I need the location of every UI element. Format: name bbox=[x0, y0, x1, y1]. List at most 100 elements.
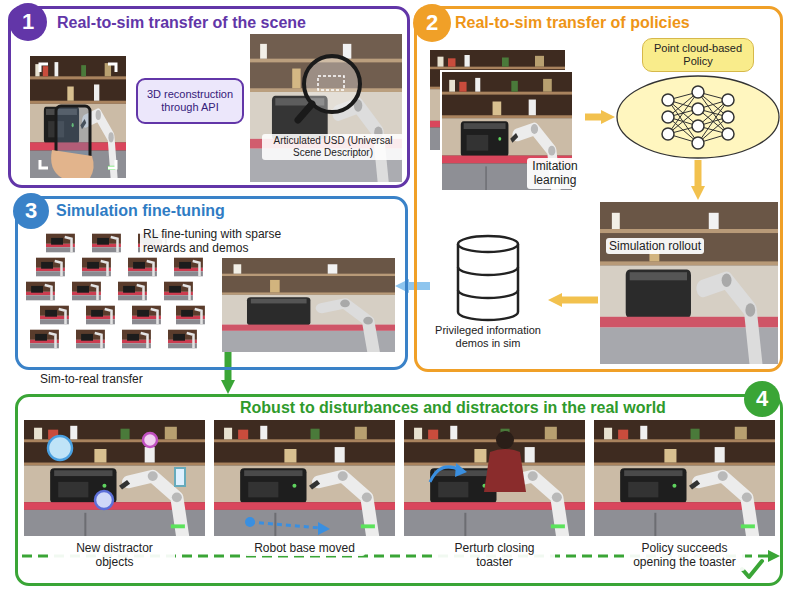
parallel-env bbox=[40, 306, 69, 325]
flow-arrow bbox=[695, 160, 702, 186]
step-digit: 3 bbox=[25, 200, 37, 222]
image-node: New distractor objects bbox=[22, 420, 207, 576]
scan-brackets bbox=[40, 64, 116, 168]
database-label: Privileged information demos in sim bbox=[430, 324, 546, 350]
neuron bbox=[662, 111, 674, 123]
stage-panel: Real-to-sim transfer of policies 2Imitati… bbox=[414, 6, 783, 372]
parallel-env bbox=[82, 258, 111, 277]
parallel-env bbox=[176, 306, 205, 325]
stage-panel: Real-to-sim transfer of the scene 1 3D rec… bbox=[8, 6, 410, 188]
image-caption: New distractor objects bbox=[54, 540, 175, 571]
image-caption: Simulation rollout bbox=[606, 238, 704, 254]
database-cylinder: Privileged information demos in sim bbox=[430, 232, 548, 366]
flow-arrow bbox=[225, 352, 232, 380]
network-neurons bbox=[662, 86, 734, 149]
rollout-render bbox=[600, 202, 778, 367]
database-top bbox=[458, 236, 518, 252]
neuron bbox=[722, 94, 734, 106]
parallel-env bbox=[76, 330, 105, 349]
database-rings bbox=[458, 267, 518, 298]
flow-arrow bbox=[562, 297, 598, 304]
image-caption: Robot base moved bbox=[244, 540, 365, 556]
panel-title: Real-to-sim transfer of policies bbox=[455, 13, 690, 32]
real-photo bbox=[594, 420, 775, 538]
neuron bbox=[662, 94, 674, 106]
distractor-object bbox=[95, 491, 113, 509]
step-number: 3 bbox=[13, 193, 49, 229]
neuron bbox=[692, 86, 704, 98]
neuron bbox=[692, 137, 704, 149]
network-links bbox=[668, 92, 728, 143]
parallel-env bbox=[46, 234, 75, 253]
base-move-head bbox=[318, 522, 330, 535]
policy-fill bbox=[617, 76, 779, 158]
neuron bbox=[722, 128, 734, 140]
flow-arrow bbox=[409, 282, 430, 290]
perturb-head bbox=[455, 463, 467, 477]
image-node: Imitation learning bbox=[428, 48, 585, 196]
database-outline bbox=[430, 232, 546, 322]
parallel-env bbox=[36, 258, 65, 277]
process-label: 3D reconstruction through API bbox=[143, 88, 237, 114]
image-caption: RL fine-tuning with sparse rewards and d… bbox=[140, 226, 324, 257]
success-check bbox=[742, 561, 762, 577]
parallel-env bbox=[168, 330, 197, 349]
parallel-env bbox=[30, 330, 59, 349]
step-number: 1 bbox=[9, 3, 47, 41]
policy-label: Point cloud-based Policy bbox=[642, 38, 754, 72]
parallel-env bbox=[132, 306, 161, 325]
stage-panel: Simulation fine-tuning 3 RL fine-tuning wi… bbox=[15, 196, 408, 370]
parallel-env bbox=[118, 282, 147, 301]
finetune-render bbox=[222, 258, 395, 354]
step-number: 2 bbox=[413, 4, 451, 42]
distractor-object bbox=[48, 436, 72, 460]
image-node: RL fine-tuning with sparse rewards and d… bbox=[140, 226, 395, 352]
articulation-marks bbox=[318, 76, 344, 90]
magnifier-handle bbox=[298, 104, 312, 120]
policy-network: Point cloud-based Policy bbox=[615, 38, 781, 160]
image-node: Simulation rollout bbox=[598, 200, 780, 366]
panel-title: Real-to-sim transfer of the scene bbox=[57, 13, 306, 32]
neuron bbox=[692, 103, 704, 115]
reconstructed-scene bbox=[250, 34, 402, 184]
scan-photo bbox=[30, 56, 126, 180]
person-head bbox=[496, 431, 514, 449]
image-node: Policy succeeds opening the toaster bbox=[592, 420, 777, 576]
image-caption: Imitation learning bbox=[527, 158, 583, 189]
real-photo bbox=[404, 420, 585, 538]
step-digit: 4 bbox=[756, 388, 768, 410]
person-body bbox=[484, 449, 526, 492]
caption-label: Sim-to-real transfer bbox=[40, 372, 143, 386]
step-digit: 1 bbox=[22, 11, 34, 33]
hand bbox=[51, 150, 93, 178]
process-box: 3D reconstruction through API bbox=[136, 78, 244, 124]
image-node: Perturb closing toaster bbox=[402, 420, 587, 576]
flow-arrow bbox=[585, 114, 601, 121]
parallel-env bbox=[122, 330, 151, 349]
panel-title: Simulation fine-tuning bbox=[56, 201, 225, 220]
neuron bbox=[662, 128, 674, 140]
image-caption: Perturb closing toaster bbox=[434, 540, 555, 571]
caption-label: Articulated USD (Universal Scene Descrip… bbox=[262, 134, 404, 160]
image-caption: Policy succeeds opening the toaster bbox=[624, 540, 745, 571]
parallel-env bbox=[26, 282, 55, 301]
neuron bbox=[692, 120, 704, 132]
real-photo bbox=[24, 420, 205, 538]
base-move-arrow bbox=[250, 522, 320, 528]
real-photo bbox=[214, 420, 395, 538]
image-node: Robot base moved bbox=[212, 420, 397, 576]
panel-title: Robust to disturbances and distractors i… bbox=[240, 398, 666, 417]
policy-ellipse bbox=[617, 76, 779, 158]
parallel-env bbox=[86, 306, 115, 325]
parallel-env bbox=[174, 258, 203, 277]
neuron bbox=[722, 111, 734, 123]
step-digit: 2 bbox=[426, 12, 438, 34]
distractor-object bbox=[143, 433, 157, 447]
parallel-env bbox=[72, 282, 101, 301]
step-number: 4 bbox=[744, 381, 780, 417]
stage-panel: Robust to disturbances and distractors i… bbox=[15, 394, 783, 586]
parallel-env bbox=[92, 234, 121, 253]
